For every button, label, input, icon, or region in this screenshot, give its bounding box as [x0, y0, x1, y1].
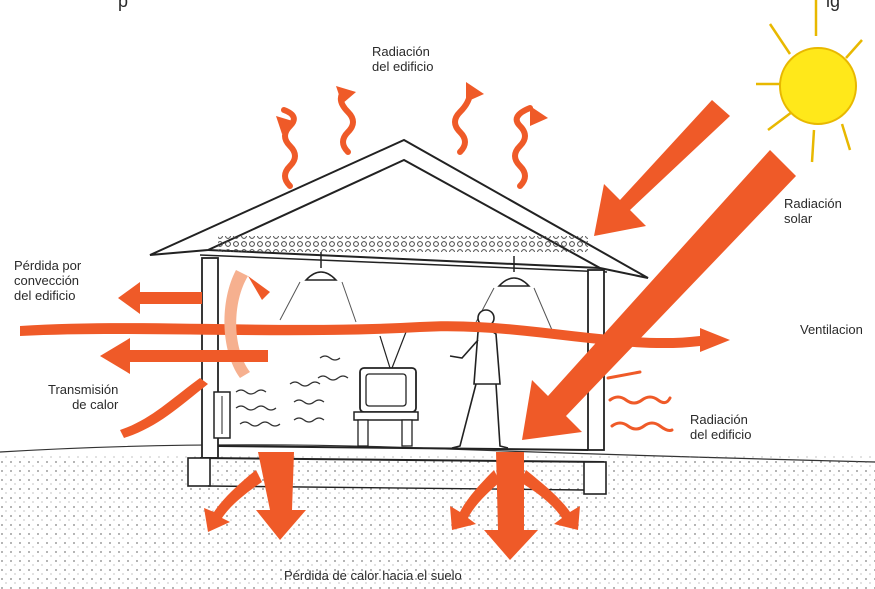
label-wall-radiation: Radiación del edificio — [690, 412, 751, 442]
label-wall-radiation-line-1: Radiación — [690, 412, 751, 427]
left-heat-arrows — [100, 276, 270, 438]
label-transmission: Transmisión de calor — [48, 382, 118, 412]
roof-radiation-arrowheads — [276, 82, 548, 134]
label-roof-radiation-line-2: del edificio — [372, 59, 433, 74]
label-roof-radiation-line-1: Radiación — [372, 44, 433, 59]
television-icon — [354, 332, 418, 446]
label-ventilation: Ventilacion — [800, 322, 863, 337]
roof — [150, 140, 648, 278]
label-convection-loss-line-3: del edificio — [14, 288, 81, 303]
label-roof-radiation: Radiación del edificio — [372, 44, 433, 74]
label-transmission-line-1: Transmisión — [48, 382, 118, 397]
wall-radiation-arrows — [608, 372, 672, 431]
label-solar-radiation-line-1: Radiación — [784, 196, 842, 211]
radiator-icon — [214, 392, 230, 438]
label-wall-radiation-line-2: del edificio — [690, 427, 751, 442]
label-convection-loss-line-1: Pérdida por — [14, 258, 81, 273]
lamp-icon — [280, 252, 356, 322]
label-ground-loss: Pérdida de calor hacia el suelo — [284, 568, 462, 583]
label-solar-radiation-line-2: solar — [784, 211, 842, 226]
label-transmission-line-2: de calor — [48, 397, 118, 412]
cropped-header-text: p — [118, 0, 128, 9]
roof-insulation — [218, 236, 588, 252]
internal-heat-waves — [236, 356, 348, 426]
cropped-header-text-right: ig — [826, 0, 840, 9]
label-solar-radiation: Radiación solar — [784, 196, 842, 226]
label-convection-loss: Pérdida por convección del edificio — [14, 258, 81, 303]
roof-radiation-arrows — [284, 92, 530, 186]
sun-icon — [756, 0, 862, 162]
label-convection-loss-line-2: convección — [14, 273, 81, 288]
